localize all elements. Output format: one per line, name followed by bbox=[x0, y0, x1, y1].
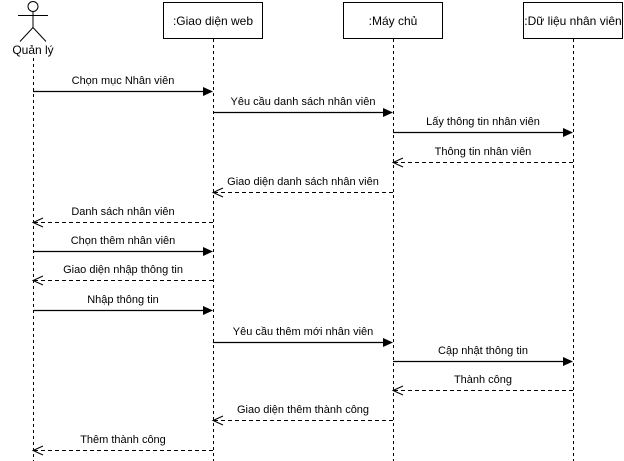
open-arrowhead-icon bbox=[211, 187, 224, 198]
message-label: Thành công bbox=[453, 374, 513, 386]
filled-arrowhead-icon bbox=[563, 128, 573, 137]
open-arrowhead-icon bbox=[31, 445, 44, 456]
filled-arrowhead-icon bbox=[383, 108, 393, 117]
message-label: Chọn thêm nhân viên bbox=[70, 235, 176, 247]
message-label: Lấy thông tin nhân viên bbox=[426, 116, 540, 128]
open-arrowhead-icon bbox=[31, 217, 44, 228]
message-label: Giao diện danh sách nhân viên bbox=[227, 176, 379, 188]
filled-arrowhead-icon bbox=[203, 306, 213, 315]
participant-label-web: :Giao diện web bbox=[172, 13, 254, 28]
message-label: Giao diện nhập thông tin bbox=[63, 264, 183, 276]
open-arrowhead-icon bbox=[31, 275, 44, 286]
message-label: Danh sách nhân viên bbox=[71, 206, 175, 218]
message-label: Giao diện thêm thành công bbox=[236, 404, 370, 416]
actor-figure bbox=[18, 1, 48, 42]
open-arrowhead-icon bbox=[391, 385, 404, 396]
message-label: Yêu cầu danh sách nhân viên bbox=[230, 96, 376, 108]
participant-box-data: :Dữ liệu nhân viên bbox=[523, 2, 623, 39]
actor-label: Quản lý bbox=[12, 43, 54, 57]
message-label: Thêm thành công bbox=[80, 434, 166, 446]
message-label: Cập nhật thông tin bbox=[438, 345, 528, 357]
filled-arrowhead-icon bbox=[383, 338, 393, 347]
message-label: Thông tin nhân viên bbox=[434, 146, 532, 158]
filled-arrowhead-icon bbox=[203, 87, 213, 96]
participant-label-data: :Dữ liệu nhân viên bbox=[524, 13, 622, 28]
message-label: Yêu cầu thêm mới nhân viên bbox=[232, 326, 374, 338]
filled-arrowhead-icon bbox=[563, 357, 573, 366]
participant-box-web: :Giao diện web bbox=[163, 2, 263, 39]
message-label: Nhập thông tin bbox=[87, 294, 159, 306]
filled-arrowhead-icon bbox=[203, 247, 213, 256]
message-label: Chọn mục Nhân viên bbox=[71, 75, 175, 87]
participant-box-server: :Máy chủ bbox=[343, 2, 443, 39]
open-arrowhead-icon bbox=[391, 157, 404, 168]
participant-label-server: :Máy chủ bbox=[368, 13, 418, 28]
open-arrowhead-icon bbox=[211, 415, 224, 426]
